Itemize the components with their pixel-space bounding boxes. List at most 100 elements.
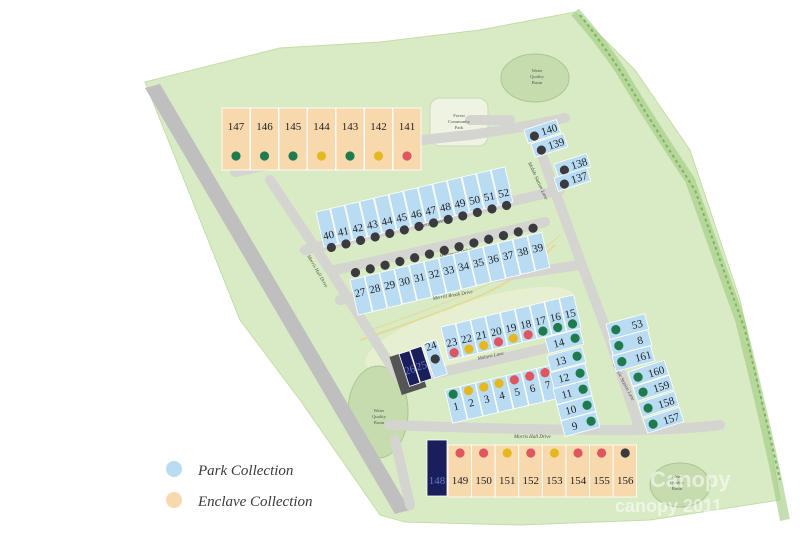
lot-23[interactable]: 23 [440,323,464,361]
lot-number: 20 [490,325,504,339]
lot-51[interactable]: 51 [476,169,500,215]
lot-40[interactable]: 40 [315,208,339,254]
lot-50[interactable]: 50 [461,173,485,219]
lot-20[interactable]: 20 [484,312,508,350]
lot-147[interactable]: 147 [221,107,251,171]
lot-number: 37 [501,249,515,263]
lot-status-dot [428,218,439,228]
lot-number: 47 [424,204,438,218]
lot-152[interactable]: 152 [518,444,543,498]
lot-1[interactable]: 1 [444,386,468,424]
lot-19[interactable]: 19 [499,308,523,347]
lot-141[interactable]: 141 [392,107,422,171]
lot-number: 51 [483,190,496,204]
lot-2[interactable]: 2 [459,382,484,421]
lot-160[interactable]: 160 [627,359,670,387]
legend-park-label: Park Collection [197,463,293,479]
lot-155[interactable]: 155 [589,444,614,498]
lot-number: 3 [483,393,492,406]
lot-number: 151 [499,475,516,487]
lot-42[interactable]: 42 [344,201,368,247]
lot-145[interactable]: 145 [278,107,308,171]
lot-36[interactable]: 36 [481,233,506,283]
lot-status-dot [463,386,474,396]
lot-status-dot [502,448,512,458]
lot-52[interactable]: 52 [490,166,514,212]
lot-148[interactable]: 148 [426,439,448,497]
lot-144[interactable]: 144 [307,107,336,171]
lot-45[interactable]: 45 [388,190,412,236]
lot-3[interactable]: 3 [475,378,499,417]
lot-24[interactable]: 24 [422,339,448,379]
lot-status-dot [620,448,630,458]
lot-status-dot [430,354,440,364]
lot-4[interactable]: 4 [490,375,514,413]
lot-28[interactable]: 28 [362,263,388,312]
lot-number: 12 [557,371,571,385]
lot-6[interactable]: 6 [521,368,545,406]
lot-number: 2 [467,397,475,410]
lot-48[interactable]: 48 [432,180,456,226]
lot-153[interactable]: 153 [542,444,567,498]
lot-13[interactable]: 13 [546,346,587,372]
lot-status-dot [540,368,550,378]
lot-151[interactable]: 151 [494,444,520,498]
lot-15[interactable]: 15 [558,294,582,332]
lot-161[interactable]: 161 [611,345,656,372]
lot-18[interactable]: 18 [514,305,538,343]
lot-140[interactable]: 140 [523,118,562,144]
road-label-malone: Malone Lane [476,351,505,362]
lot-25[interactable]: 25 [409,345,433,383]
lot-49[interactable]: 49 [446,176,470,222]
lot-33[interactable]: 33 [436,244,462,294]
lot-parcel [438,254,462,294]
lot-5[interactable]: 5 [505,371,529,410]
lot-154[interactable]: 154 [565,444,590,498]
lot-143[interactable]: 143 [335,107,365,171]
lot-137[interactable]: 137 [553,166,592,192]
lot-27[interactable]: 27 [348,266,373,316]
svg-text:Water: Water [532,68,543,73]
lot-26[interactable]: 26 [398,350,421,387]
lot-32[interactable]: 32 [422,248,447,298]
lot-status-dot [341,239,351,249]
lot-41[interactable]: 41 [330,204,354,250]
lot-parcel [482,242,506,283]
lot-31[interactable]: 31 [407,252,432,301]
lot-11[interactable]: 11 [552,379,593,405]
lot-149[interactable]: 149 [447,444,472,498]
lot-157[interactable]: 157 [642,406,685,434]
lot-38[interactable]: 38 [510,226,536,275]
lot-9[interactable]: 9 [560,411,601,437]
lot-30[interactable]: 30 [392,255,418,305]
lot-150[interactable]: 150 [471,444,496,498]
lot-8[interactable]: 8 [608,329,653,356]
lot-number: 146 [256,121,273,133]
lot-10[interactable]: 10 [556,395,597,421]
lot-46[interactable]: 46 [403,187,427,233]
lot-142[interactable]: 142 [364,107,393,171]
lot-43[interactable]: 43 [359,197,383,243]
lot-53[interactable]: 53 [605,313,650,340]
lot-47[interactable]: 47 [417,183,441,229]
lot-29[interactable]: 29 [377,259,403,309]
lot-44[interactable]: 44 [373,194,397,240]
lot-139[interactable]: 139 [530,132,569,158]
lot-146[interactable]: 146 [250,107,279,171]
lot-14[interactable]: 14 [544,328,585,354]
lot-34[interactable]: 34 [451,241,477,290]
lot-number: 27 [353,286,367,300]
lot-156[interactable]: 156 [612,444,638,498]
lot-22[interactable]: 22 [455,319,479,358]
lot-37[interactable]: 37 [496,229,521,279]
lot-17[interactable]: 17 [529,301,553,340]
lot-39[interactable]: 39 [525,222,551,272]
svg-text:Park: Park [455,125,464,130]
lot-16[interactable]: 16 [544,298,567,336]
lot-158[interactable]: 158 [637,390,680,418]
lot-21[interactable]: 21 [470,316,493,354]
lot-status-dot [472,207,482,218]
lot-35[interactable]: 35 [466,237,492,286]
lot-159[interactable]: 159 [632,374,675,402]
lot-status-dot [479,340,489,351]
